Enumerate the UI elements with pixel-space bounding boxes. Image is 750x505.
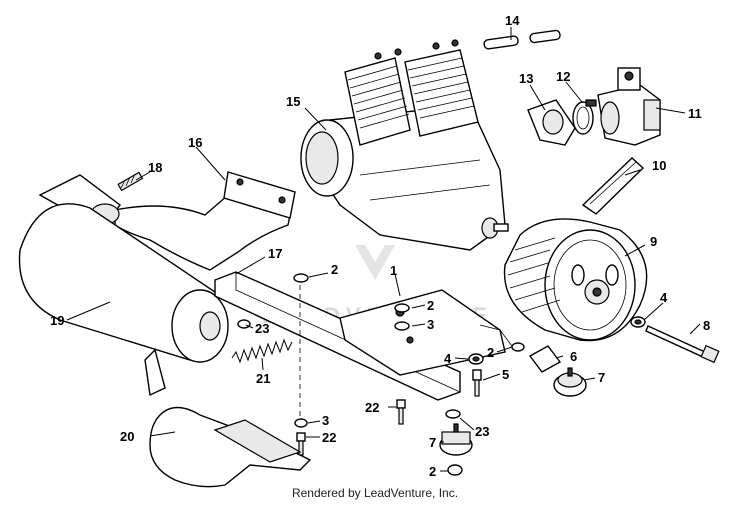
washer-2b bbox=[394, 303, 410, 313]
callout-6: 6 bbox=[570, 349, 577, 364]
callout-4-right: 4 bbox=[660, 290, 668, 305]
part-16-manifold bbox=[114, 171, 296, 271]
callout-15: 15 bbox=[286, 94, 300, 109]
leader-lines bbox=[66, 27, 701, 472]
callout-9: 9 bbox=[650, 234, 657, 249]
part-7-mount-bottom bbox=[439, 423, 473, 456]
callout-7-right: 7 bbox=[598, 370, 605, 385]
part-6-block bbox=[528, 345, 562, 373]
callout-2-right: 2 bbox=[487, 345, 494, 360]
part-21-spring bbox=[231, 338, 293, 364]
part-13-intake-flange bbox=[527, 99, 576, 146]
callout-14: 14 bbox=[505, 13, 520, 28]
part-19-muffler bbox=[18, 174, 229, 397]
callout-21: 21 bbox=[256, 371, 270, 386]
washer-2a bbox=[293, 273, 309, 283]
washer-2c bbox=[511, 342, 525, 352]
washer-3a bbox=[394, 321, 410, 331]
part-7-mount-right bbox=[553, 367, 587, 397]
callout-18: 18 bbox=[148, 160, 162, 175]
callout-4-center: 4 bbox=[444, 351, 452, 366]
part-10-strip bbox=[581, 157, 645, 215]
part-20-heat-shield bbox=[149, 406, 312, 488]
part-4-washer-right bbox=[630, 316, 646, 328]
callout-5: 5 bbox=[502, 367, 509, 382]
callout-20: 20 bbox=[120, 429, 134, 444]
callout-23-left: 23 bbox=[255, 321, 269, 336]
part-8-bolt bbox=[645, 325, 720, 364]
callout-22-center: 22 bbox=[365, 400, 379, 415]
part-5-bolt bbox=[472, 369, 482, 397]
callout-1: 1 bbox=[390, 263, 397, 278]
callout-17: 17 bbox=[268, 246, 282, 261]
part-14-tube bbox=[483, 29, 561, 50]
part-15-engine bbox=[300, 39, 509, 251]
callout-11: 11 bbox=[688, 106, 702, 121]
callout-10: 10 bbox=[652, 158, 666, 173]
part-9-clutch bbox=[503, 218, 648, 342]
callout-2-plate: 2 bbox=[427, 298, 434, 313]
callout-2-top: 2 bbox=[331, 262, 338, 277]
callout-8: 8 bbox=[703, 318, 710, 333]
part-1-plate bbox=[339, 289, 516, 376]
part-12-clamp bbox=[572, 99, 597, 135]
callouts: 14 15 13 12 11 10 9 4 8 16 18 19 17 2 23… bbox=[50, 13, 710, 479]
washer-2d bbox=[447, 464, 463, 476]
washer-3b bbox=[294, 418, 308, 428]
callout-13: 13 bbox=[519, 71, 533, 86]
washer-4-center bbox=[468, 353, 484, 365]
part-22-bolt-a bbox=[396, 399, 406, 425]
callout-12: 12 bbox=[556, 69, 570, 84]
callout-3-bottom: 3 bbox=[322, 413, 329, 428]
callout-22-bottom: 22 bbox=[322, 430, 336, 445]
callout-19: 19 bbox=[50, 313, 64, 328]
washer-23b bbox=[445, 409, 461, 419]
callout-23-bottom: 23 bbox=[475, 424, 489, 439]
callout-16: 16 bbox=[188, 135, 202, 150]
callout-3-plate: 3 bbox=[427, 317, 434, 332]
credit-text: Rendered by LeadVenture, Inc. bbox=[291, 486, 459, 500]
part-11-carburetor bbox=[597, 67, 661, 146]
washer-23a bbox=[237, 319, 251, 329]
callout-2-bottom: 2 bbox=[429, 464, 436, 479]
callout-7-bottom: 7 bbox=[429, 435, 436, 450]
part-18-stud bbox=[117, 171, 144, 192]
